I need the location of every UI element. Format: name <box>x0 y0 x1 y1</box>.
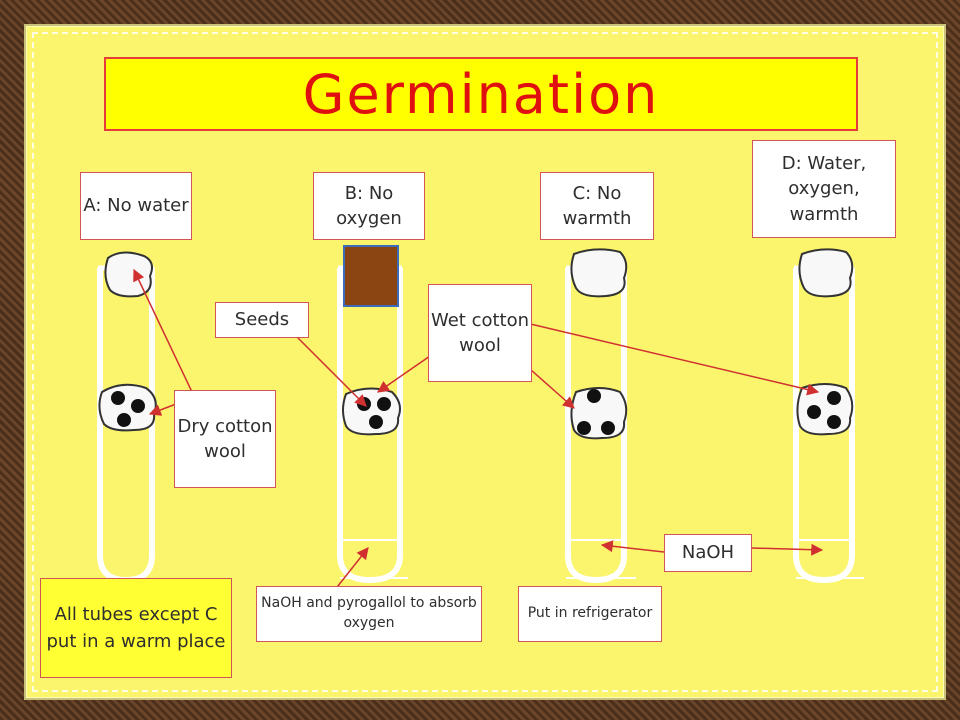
test-tube-b <box>337 245 403 584</box>
cotton-plug-a <box>104 251 153 298</box>
seeds-a <box>111 391 145 427</box>
test-tube-c <box>565 248 628 584</box>
tube-c-label: C: No warmth <box>540 172 654 240</box>
test-tube-a <box>97 251 157 584</box>
tube-a-label: A: No water <box>80 172 192 240</box>
rubber-bung-icon <box>343 245 399 307</box>
arrow-dry-to-plug <box>133 268 193 393</box>
tube-b-label: B: No oxygen <box>313 172 425 240</box>
wet-cotton-wool-label: Wet cotton wool <box>428 284 532 382</box>
title-banner: Germination <box>104 57 858 131</box>
page-title: Germination <box>302 62 660 126</box>
arrow-seeds <box>291 331 367 407</box>
arrow-dry-to-pad <box>148 403 177 416</box>
naoh-pyrogallol-label: NaOH and pyrogallol to absorb oxygen <box>256 586 482 642</box>
arrow-wet-to-b <box>377 355 431 393</box>
naoh-label: NaOH <box>664 534 752 572</box>
test-tube-d <box>793 248 855 584</box>
dry-cotton-wool-label: Dry cotton wool <box>174 390 276 488</box>
arrow-naoh-to-d <box>751 543 824 556</box>
warm-place-note: All tubes except C put in a warm place <box>40 578 232 678</box>
tube-d-label: D: Water, oxygen, warmth <box>752 140 896 238</box>
arrow-naoh-to-c <box>600 540 665 553</box>
refrigerator-label: Put in refrigerator <box>518 586 662 642</box>
arrow-wet-to-d <box>521 321 820 396</box>
seeds-label: Seeds <box>215 302 309 338</box>
